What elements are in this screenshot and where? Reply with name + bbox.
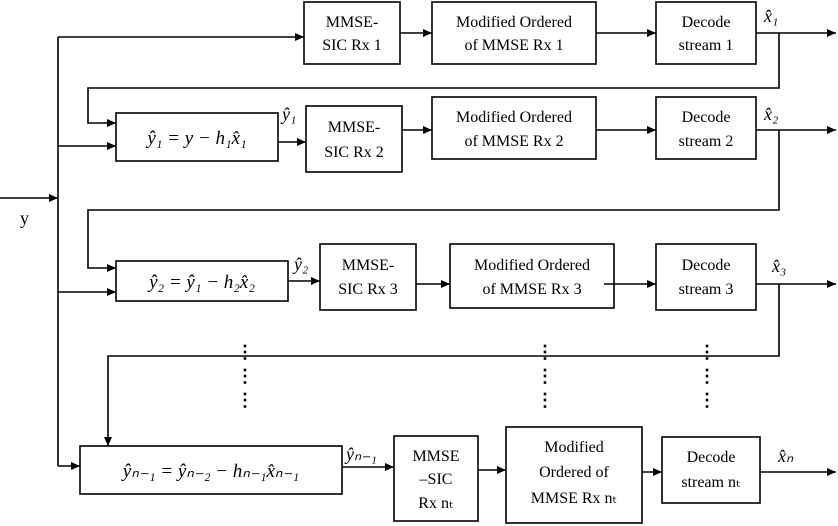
ellipsis-1b: ⋮ [236,366,254,386]
row3-sic-line2: SIC Rx 3 [338,281,398,298]
ellipsis-2a: ⋮ [536,342,554,362]
row3-order-line1: Modified Ordered [474,257,590,274]
row1-decode-line2: stream 1 [679,37,734,54]
ellipsis-2b: ⋮ [536,366,554,386]
rown-subtract-eq: ŷₙ₋₁ = ŷₙ₋₂ − hₙ₋₁x̂ₙ₋₁ [121,461,299,482]
rown-order-line3: MMSE Rx nₜ [531,490,618,507]
row2-sic-block: MMSE- SIC Rx 2 [305,105,403,173]
row2-decode-block: Decode stream 2 [655,96,757,160]
row2-order-block: Modified Ordered of MMSE Rx 2 [431,96,597,160]
row3-decode-line2: stream 3 [679,281,734,298]
row2-output-label: x̂₂ [763,104,778,124]
rown-subtract-block: ŷₙ₋₁ = ŷₙ₋₂ − hₙ₋₁x̂ₙ₋₁ [79,445,343,495]
ellipsis-1c: ⋮ [236,390,254,410]
row2-sic-line1: MMSE- [328,119,380,136]
row1-sic-line1: MMSE- [326,14,378,31]
rown-decode-block: Decode stream nₜ [661,436,761,504]
rown-order-line2: Ordered of [539,464,609,481]
row1-output-label: x̂₁ [763,6,778,26]
feedback-1 [87,33,780,127]
rown-order-block: Modified Ordered of MMSE Rx nₜ [505,426,643,524]
row2-decode-line2: stream 2 [679,133,734,150]
rown-y-label: ŷₙ₋₁ [344,444,377,464]
rown-sic-line3: Rx nₜ [418,495,453,512]
rown-sic-block: MMSE –SIC Rx nₜ [393,435,479,522]
ellipsis-3b: ⋮ [698,366,716,386]
row3-order-block: Modified Ordered of MMSE Rx 3 [449,243,615,309]
row3-decode-line1: Decode [682,257,731,274]
rown-sic-line1: MMSE [412,448,459,465]
rown-order-line1: Modified [544,439,604,456]
row2-subtract-eq: ŷ₁ = y − h₁x̂₁ [145,128,246,149]
row2-subtract-block: ŷ₁ = y − h₁x̂₁ [115,112,279,162]
rown-decode-line1: Decode [687,449,736,466]
ellipsis-3c: ⋮ [698,390,716,410]
input-label: y [20,208,29,228]
row3-subtract-block: ŷ₂ = ŷ₁ − h₂x̂₂ [115,260,289,302]
row1-order-block: Modified Ordered of MMSE Rx 1 [431,1,597,65]
row3-order-line2: of MMSE Rx 3 [482,281,581,298]
rown-decode-line2: stream nₜ [681,474,740,491]
row1-sic-block: MMSE- SIC Rx 1 [303,1,401,65]
row3-subtract-eq: ŷ₂ = ŷ₁ − h₂x̂₂ [147,272,255,293]
feedback-3 [104,284,780,446]
rown-output-label: x̂ₙ [777,446,794,466]
row2-order-line1: Modified Ordered [456,109,572,126]
ellipsis-1a: ⋮ [236,342,254,362]
row1-sic-line2: SIC Rx 1 [322,37,382,54]
row1-decode-block: Decode stream 1 [655,1,757,65]
row2-order-line2: of MMSE Rx 2 [464,133,563,150]
row1-order-line2: of MMSE Rx 1 [464,37,563,54]
feedback-2 [87,130,780,272]
rown-sic-line2: –SIC [419,471,453,488]
row3-sic-line1: MMSE- [342,257,394,274]
row3-output-label: x̂₃ [771,256,786,276]
row3-y-label: ŷ₂ [292,254,308,274]
ellipsis-3a: ⋮ [698,342,716,362]
row3-decode-block: Decode stream 3 [655,243,757,311]
row1-order-line1: Modified Ordered [456,14,572,31]
row1-decode-line1: Decode [682,14,731,31]
row2-decode-line1: Decode [682,109,731,126]
row2-sic-line2: SIC Rx 2 [324,144,384,161]
row2-y-label: ŷ₁ [280,104,296,124]
row3-sic-block: MMSE- SIC Rx 3 [319,243,417,311]
ellipsis-2c: ⋮ [536,390,554,410]
